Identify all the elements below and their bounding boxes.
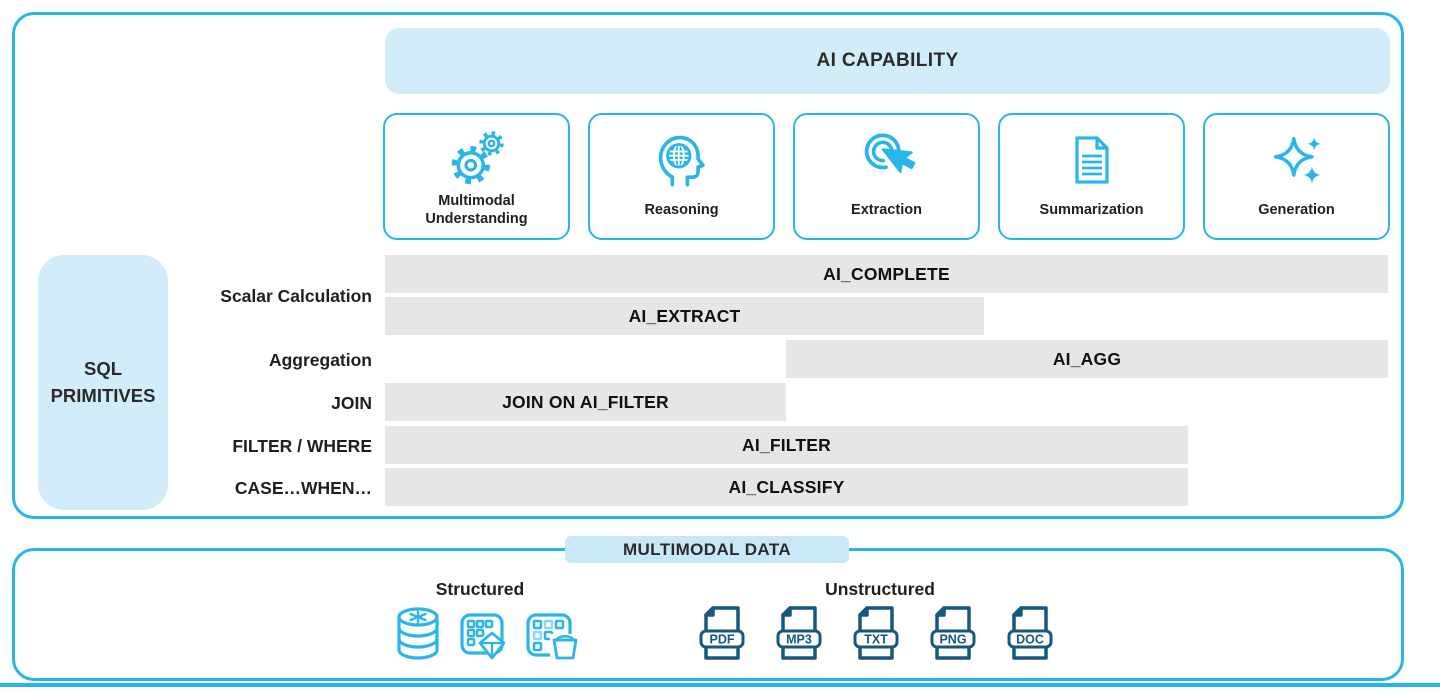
cursor-click-icon [857,127,917,193]
row-label-scalar-calculation: Scalar Calculation [220,286,372,306]
function-bar-ai-agg: AI_AGG [786,340,1388,378]
row-label-case-when: CASE…WHEN… [234,478,372,498]
head-globe-icon [652,127,712,193]
iceberg-table-icon [458,606,510,662]
function-bar-ai-extract: AI_EXTRACT [385,297,984,335]
gears-icon [448,127,506,192]
card-multimodal-understanding: Multimodal Understanding [383,113,570,240]
ai-capability-title: AI CAPABILITY [816,50,959,71]
function-bar-ai-classify: AI_CLASSIFY [385,468,1188,506]
function-bar-ai-complete: AI_COMPLETE [385,255,1388,293]
card-generation: Generation [1203,113,1390,240]
card-label: Extraction [851,202,922,219]
structured-icons [392,604,580,662]
multimodal-data-badge: MULTIMODAL DATA [565,536,849,563]
card-label: Summarization [1039,202,1144,219]
file-type-label: PDF [710,633,735,647]
unstructured-label: Unstructured [825,579,935,599]
card-label: Multimodal Understanding [425,192,528,227]
row-label-join: JOIN [331,393,372,413]
ai-capability-header: AI CAPABILITY [385,28,1390,94]
doc-file-icon: DOC [1006,604,1054,662]
document-lines-icon [1064,127,1120,193]
row-label-aggregation: Aggregation [268,350,372,370]
snowflake-database-icon [392,604,444,662]
card-reasoning: Reasoning [588,113,775,240]
card-label: Generation [1258,202,1335,219]
mp3-file-icon: MP3 [775,604,823,662]
card-extraction: Extraction [793,113,980,240]
function-bar-ai-filter: AI_FILTER [385,426,1188,464]
file-type-label: TXT [864,633,888,647]
file-type-label: MP3 [786,633,812,647]
sparkles-icon [1267,127,1327,193]
file-type-label: PNG [939,633,966,647]
function-bar-join-on-ai-filter: JOIN ON AI_FILTER [385,383,786,421]
structured-label: Structured [435,579,525,599]
png-file-icon: PNG [929,604,977,662]
row-label-filter-where: FILTER / WHERE [232,436,372,456]
table-bucket-icon [524,606,580,662]
sql-primitives-title: SQL PRIMITIVES [50,357,156,406]
card-label: Reasoning [644,202,719,219]
txt-file-icon: TXT [852,604,900,662]
bottom-divider [0,683,1440,687]
pdf-file-icon: PDF [698,604,746,662]
multimodal-data-title: MULTIMODAL DATA [622,539,792,559]
unstructured-icons: PDF MP3 TXT PNG [698,604,1054,662]
sql-primitives-box: SQL PRIMITIVES [38,255,168,510]
capability-cards: Multimodal Understanding Reason [383,113,1390,240]
card-summarization: Summarization [998,113,1185,240]
file-type-label: DOC [1016,633,1044,647]
